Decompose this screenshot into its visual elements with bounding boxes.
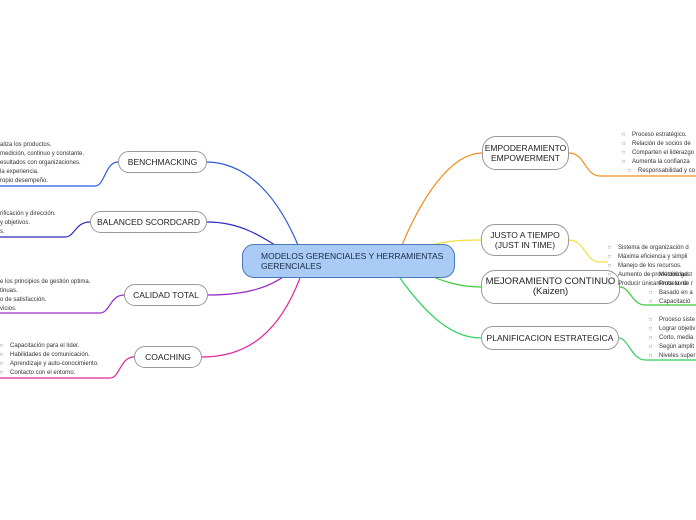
topic-coaching[interactable]: COACHING [134,346,202,368]
leaf-item: □Corto, media [649,335,694,341]
topic-label: BALANCED SCORDCARD [97,217,200,227]
topic-justo-a-tiempo[interactable]: JUSTO A TIEMPO (JUST IN TIME) [481,224,569,256]
leaf-item: s. [0,229,5,235]
bullet-icon: □ [649,299,653,305]
bullet-icon: □ [628,168,632,174]
leaf-item: □Relación de socios de [622,141,691,147]
right-leaves-container: □Proceso estratégico. □Relación de socio… [608,0,696,520]
topic-label: JUSTO A TIEMPO (JUST IN TIME) [490,230,560,250]
leaf-item: □Máxima eficiencia y simpli [608,254,688,260]
leaf-item: □Capacitació [649,299,691,305]
bullet-icon: □ [649,344,653,350]
leaf-item: □Proceso estratégico. [622,132,687,138]
leaf-item: □Proceso siste [649,317,696,323]
leaf-item: □Lograr objetiv [649,326,696,332]
leaf-link-empoderamiento [568,152,696,177]
leaf-link-planificacion [618,337,696,361]
topic-balanced-scorecard[interactable]: BALANCED SCORDCARD [90,211,207,233]
bullet-icon: □ [0,352,4,358]
topic-calidad-total[interactable]: CALIDAD TOTAL [124,284,208,306]
bullet-icon: □ [608,272,612,278]
leaf-link-benchmarking [0,161,119,187]
leaf-item: o de satisfacción. [0,297,47,303]
bullet-icon: □ [0,343,4,349]
leaf-item: □Sistema de organización d [608,245,689,251]
leaf-link-calidad [0,294,125,314]
topic-label: PLANIFICACION ESTRATEGICA [486,333,614,343]
link-empoderamiento [399,152,483,251]
leaf-item: y objetivos. [0,220,31,226]
topic-label: MEJORAMIENTO CONTINUO (Kaizen) [485,276,616,297]
leaf-link-mejoramiento [619,286,696,306]
bullet-icon: □ [649,281,653,287]
bullet-icon: □ [0,361,4,367]
bullet-icon: □ [622,132,626,138]
leaf-item: aliza los productos. [0,142,52,148]
leaf-item: □Comparten el liderazgo [622,150,695,156]
leaf-item: tinuas. [0,288,18,294]
bullet-icon: □ [622,150,626,156]
leaf-item: ropio desempeño. [0,178,49,184]
leaf-item: □Basado en a [649,290,693,296]
leaf-item: □Aumento de productividad [608,272,688,278]
central-topic-label: MODELOS GERENCIALES Y HERRAMIENTAS GEREN… [261,251,444,271]
leaf-item: la experiencia. [0,169,39,175]
bullet-icon: □ [608,281,612,287]
leaf-link-balanced [0,221,91,238]
topic-empoderamiento[interactable]: EMPODERAMIENTO EMPOWERMENT [482,136,569,170]
leaf-item: vicios. [0,306,17,312]
leaf-item: □Según amplit [649,344,695,350]
leaf-item: □Niveles super [649,353,696,359]
topic-label: COACHING [145,352,191,362]
bullet-icon: □ [649,353,653,359]
leaf-item: □Aumenta la confianza [622,159,690,165]
topic-planificacion-estrategica[interactable]: PLANIFICACION ESTRATEGICA [481,326,619,350]
leaf-link-coaching [0,356,135,379]
leaf-item: □Capacitación para el líder. [0,343,80,349]
leaf-item: □Habilidades de comunicación. [0,352,90,358]
leaf-item: □Manejo de los recursos. [608,263,682,269]
bullet-icon: □ [608,263,612,269]
bullet-icon: □ [608,254,612,260]
topic-label: CALIDAD TOTAL [133,290,199,300]
link-benchmarking [206,161,301,251]
topic-label: EMPODERAMIENTO EMPOWERMENT [484,143,567,163]
leaf-item: esultados con organizaciones. [0,160,81,166]
leaf-item: rificación y dirección. [0,211,56,217]
leaf-item: □Producir únicamente lo ne [608,281,688,287]
leaf-item: e los principios de gestión optima. [0,279,91,285]
leaf-item: □Aprendizaje y auto-conocimiento. [0,361,99,367]
leaf-item: medición, continuo y constante. [0,151,85,157]
bullet-icon: □ [649,272,653,278]
bullet-icon: □ [622,141,626,147]
bullet-icon: □ [649,335,653,341]
leaf-item: □Contacto con el entorno. [0,370,76,376]
bullet-icon: □ [622,159,626,165]
bullet-icon: □ [649,326,653,332]
link-coaching [201,277,301,358]
leaf-item: □Responsabilidad y co [628,168,696,174]
bullet-icon: □ [649,317,653,323]
bullet-icon: □ [0,370,4,376]
topic-benchmarking[interactable]: BENCHMACKING [118,151,207,173]
bullet-icon: □ [608,245,612,251]
leaf-item: □Método gest [649,272,693,278]
topic-mejoramiento-continuo[interactable]: MEJORAMIENTO CONTINUO (Kaizen) [481,270,620,304]
bullet-icon: □ [649,290,653,296]
leaf-item: □Proceso de r [649,281,694,287]
topic-label: BENCHMACKING [127,157,198,167]
leaf-link-justo [568,239,608,263]
link-planificacion [399,277,482,339]
central-topic[interactable]: MODELOS GERENCIALES Y HERRAMIENTAS GEREN… [242,244,455,278]
